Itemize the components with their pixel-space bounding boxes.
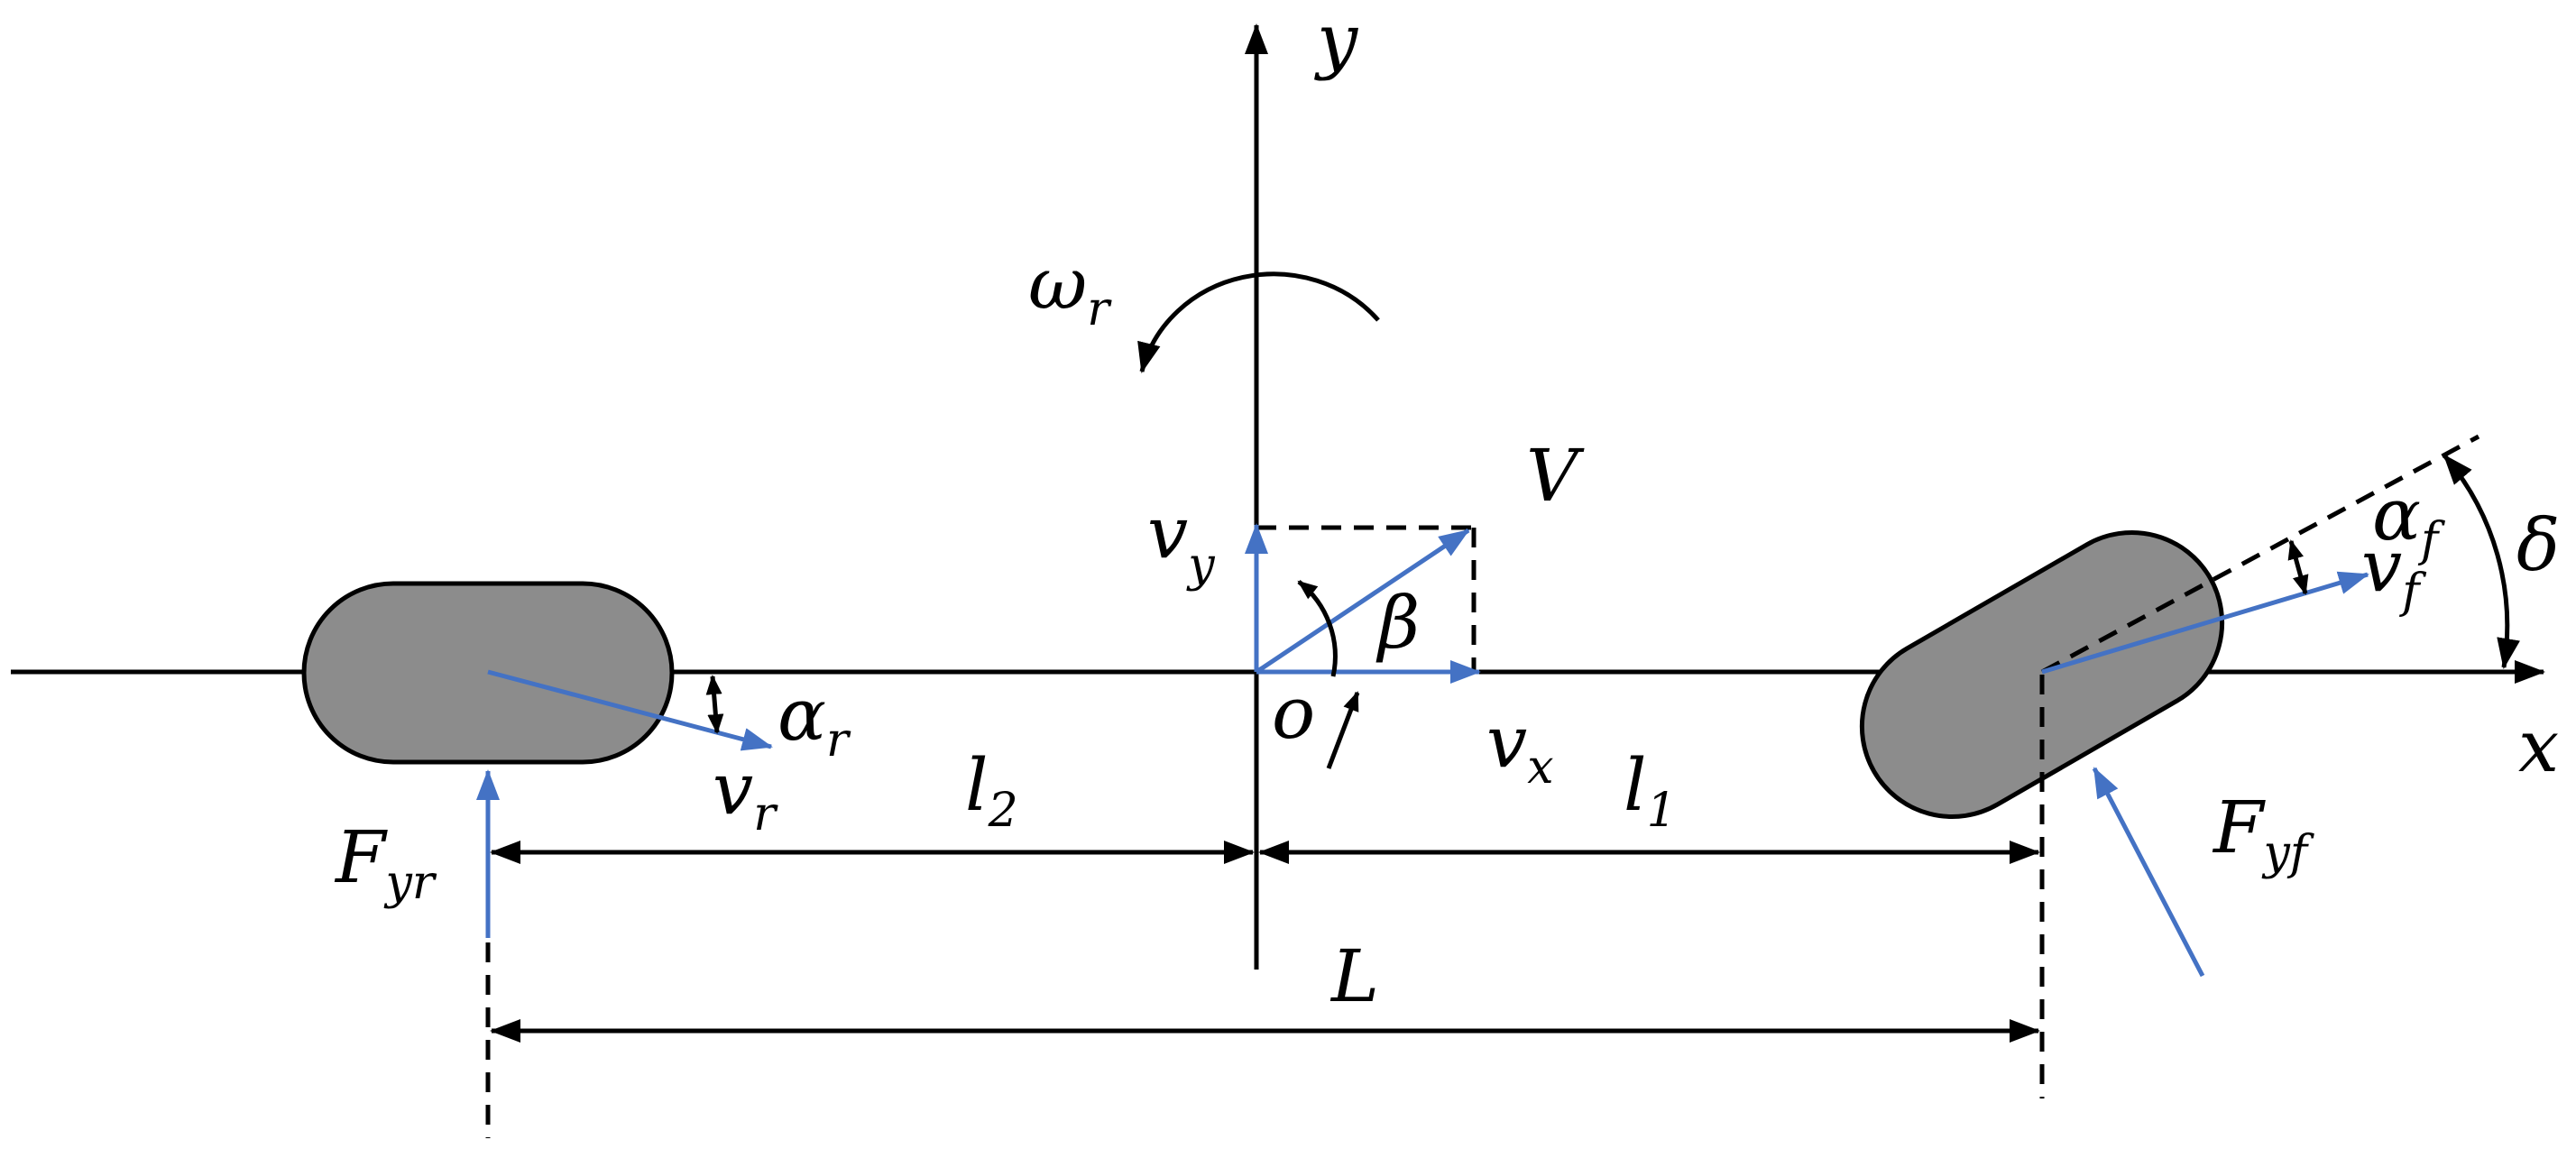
- dashed-front-wheel-direction: [2040, 434, 2480, 675]
- delta-angle-arc: [2443, 454, 2520, 669]
- vy-label: vy: [1147, 491, 1215, 593]
- alpha-r-angle-marker: [705, 675, 724, 734]
- beta-label: β: [1375, 581, 1420, 665]
- V-label: V: [1526, 434, 1585, 518]
- V-vector: [1255, 528, 1470, 675]
- yaw-rate-arc: [1137, 271, 1380, 373]
- F-yf-vector: [2092, 767, 2205, 978]
- y-axis-label: y: [1314, 0, 1359, 82]
- L-label: L: [1329, 934, 1379, 1018]
- v-f-label: vf: [2361, 524, 2426, 619]
- omega-r-label: ωr: [1028, 242, 1112, 336]
- v-r-label: vr: [713, 747, 778, 841]
- F-yr-label: Fyr: [334, 815, 437, 910]
- x-axis-label: x: [2518, 704, 2559, 788]
- v-r-vector: [487, 669, 773, 751]
- F-yf-label: Fyf: [2212, 786, 2314, 880]
- vx-label: vx: [1486, 700, 1554, 795]
- alpha-r-label: αr: [777, 673, 851, 768]
- origin-arrow: [1326, 691, 1360, 769]
- origin-label: o: [1272, 671, 1315, 755]
- alpha-f-angle-marker: [2287, 539, 2309, 595]
- v-f-vector: [2041, 571, 2369, 675]
- l1-label: l1: [1624, 743, 1677, 838]
- beta-angle-arc: [1297, 580, 1338, 677]
- delta-label: δ: [2516, 503, 2560, 587]
- l2-label: l2: [965, 743, 1018, 838]
